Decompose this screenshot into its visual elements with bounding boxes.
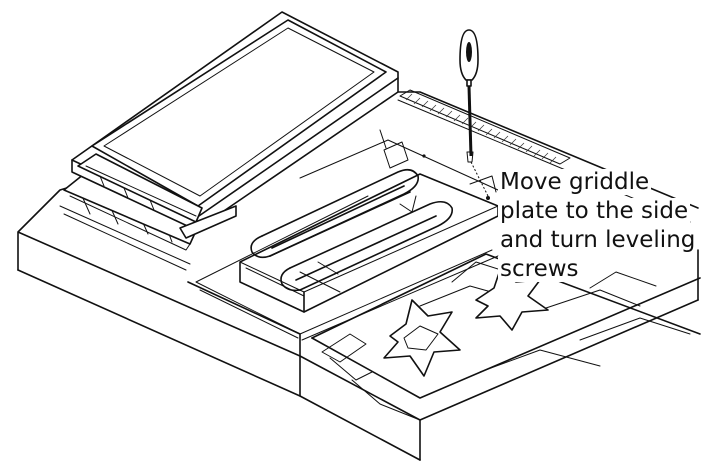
cooktop-icon	[17, 89, 699, 461]
heating-element-icon	[250, 168, 454, 293]
burner-grate-icon	[311, 253, 701, 421]
callout-line-text: plate to the side	[498, 198, 691, 224]
callout-text: Move griddle plate to the side and turn …	[498, 168, 698, 284]
callout-line-text: Move griddle	[498, 169, 652, 195]
callout-line: screws	[498, 255, 698, 284]
callout-line: and turn leveling	[498, 226, 698, 255]
callout-line-text: screws	[498, 256, 581, 282]
callout-line: Move griddle	[498, 168, 698, 197]
griddle-plate-icon	[63, 11, 399, 251]
callout-line-text: and turn leveling	[498, 227, 698, 253]
vent-grille	[399, 89, 571, 165]
burner-icon	[383, 269, 549, 377]
griddle-well	[195, 129, 499, 339]
callout-line: plate to the side	[498, 197, 698, 226]
screwdriver-icon	[422, 29, 490, 200]
